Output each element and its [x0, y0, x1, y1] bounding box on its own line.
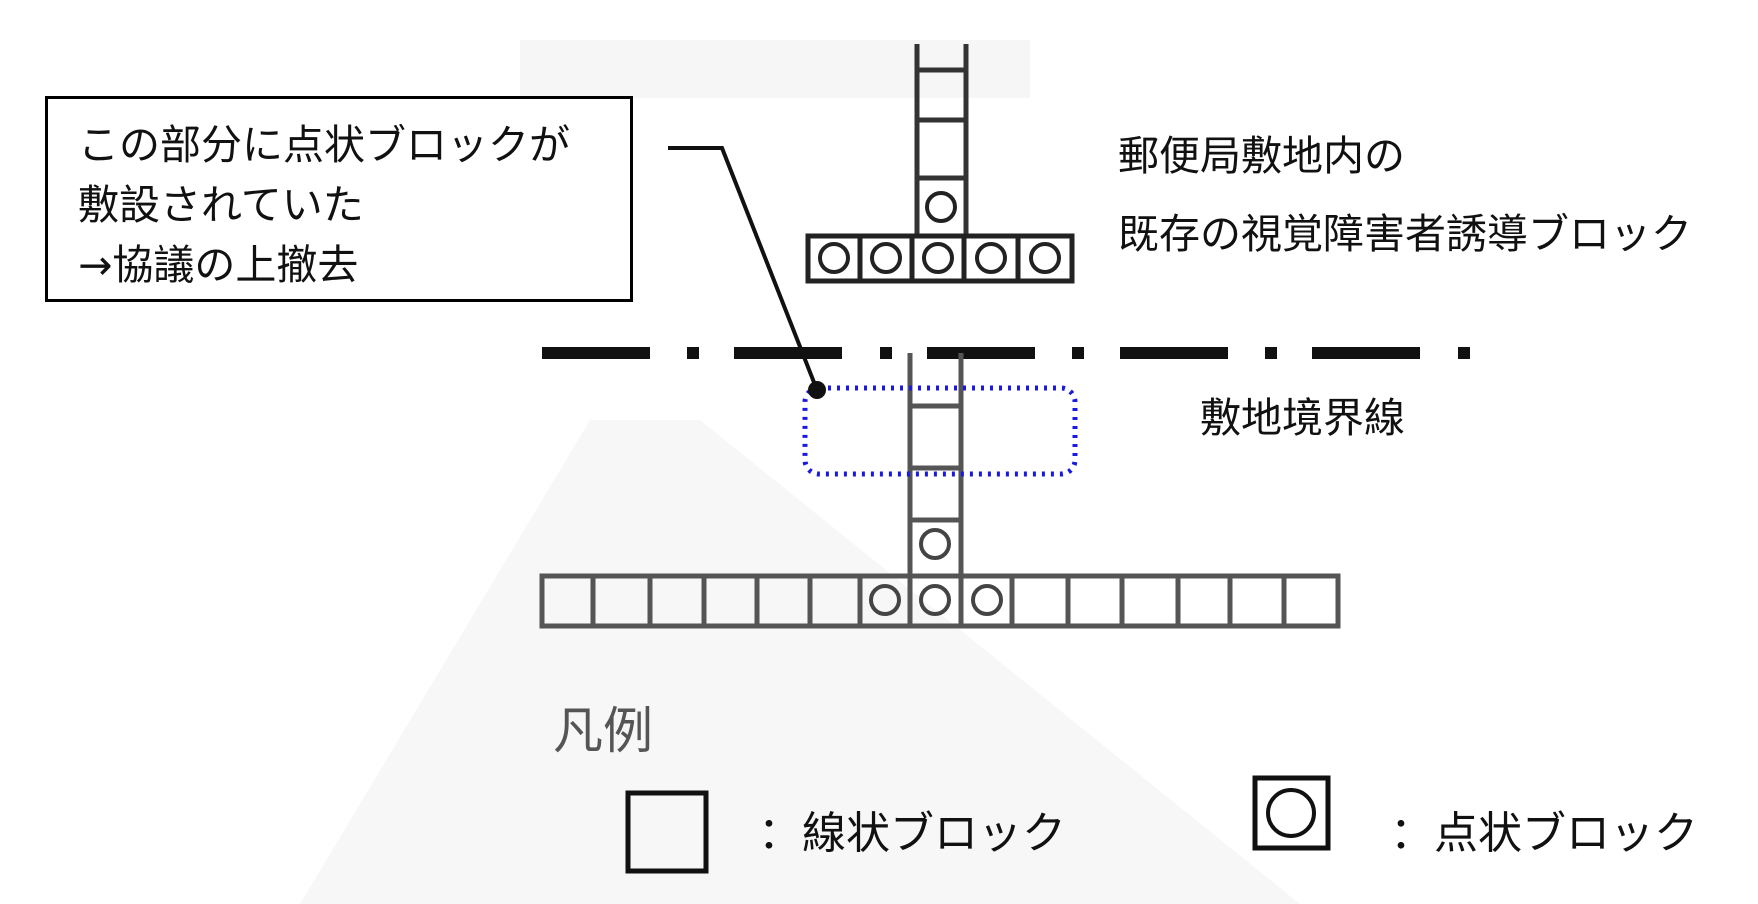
legend-linear-block-symbol [625, 790, 709, 874]
callout-text-line-2: 敷設されていた [78, 181, 364, 229]
lower-vertical-linear-blocks [907, 353, 964, 576]
legend-point-block-label: ：点状ブロック [1390, 808, 1698, 859]
existing-vertical-linear-blocks [914, 44, 969, 236]
existing-blocks-label-line-1: 郵便局敷地内の [1118, 132, 1405, 180]
boundary-line-label: 敷地境界線 [1200, 394, 1405, 442]
callout-leader-dot [808, 381, 826, 399]
callout-box: この部分に点状ブロックが 敷設されていた →協議の上撤去 [45, 96, 633, 302]
lower-horizontal-blocks [539, 573, 1341, 629]
background-shade [300, 420, 1300, 904]
boundary-line [542, 347, 1470, 359]
legend-linear-block-label: ：線状ブロック [758, 808, 1066, 859]
callout-text-line-1: この部分に点状ブロックが [78, 121, 570, 169]
existing-point-block-stem [925, 191, 957, 223]
existing-horizontal-point-blocks [805, 233, 1075, 284]
lower-point-block-stem [919, 528, 951, 560]
legend-title: 凡例 [553, 702, 653, 760]
callout-text-line-3: →協議の上撤去 [78, 241, 359, 289]
legend-point-block-symbol [1252, 775, 1331, 851]
existing-blocks-label-line-2: 既存の視覚障害者誘導ブロック [1118, 210, 1692, 258]
removed-area-highlight [802, 385, 1078, 477]
callout-leader-line [668, 146, 819, 391]
